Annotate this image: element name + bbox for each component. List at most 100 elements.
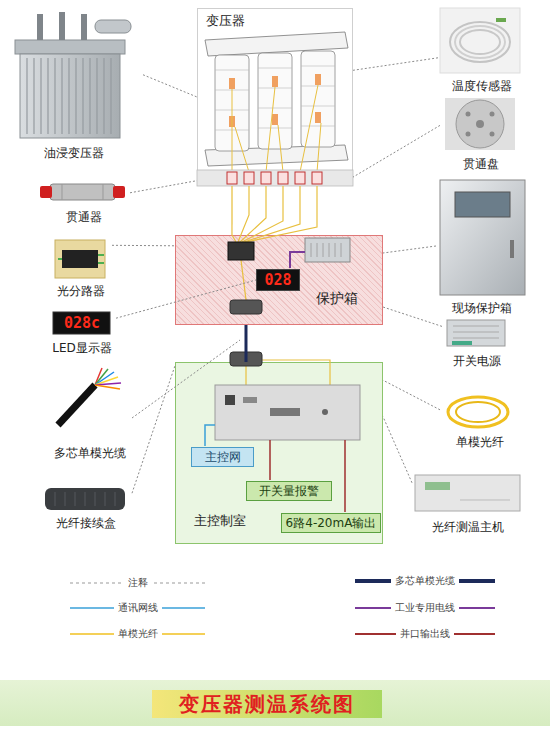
legend-label: 注释 — [124, 576, 152, 590]
feedthrough-plate-photo — [466, 132, 471, 137]
host-photo — [460, 500, 510, 501]
node-label: 油浸变压器 — [5, 146, 143, 160]
oil-transformer-photo — [37, 14, 43, 40]
cable-connector — [244, 325, 247, 362]
fiber-cable-photo — [95, 385, 120, 389]
node-label: 保护箱 — [316, 290, 358, 307]
node-label: 开关量报警 — [259, 484, 319, 498]
single-mode-fiber — [246, 186, 317, 242]
led-display-photo — [53, 312, 110, 334]
feedthrough-plate-photo — [456, 100, 504, 148]
node-label: 贯通盘 — [440, 157, 522, 171]
legend-label: 多芯单模光缆 — [391, 574, 459, 588]
node-label: LED显示器 — [48, 341, 116, 355]
splice-box-photo — [55, 492, 115, 506]
oil-transformer-photo — [15, 40, 125, 54]
output-box: 6路4-20mA输出 — [281, 513, 381, 533]
leader-line — [143, 75, 197, 97]
oil-transformer-photo — [27, 58, 111, 134]
splice-box-photo — [45, 488, 125, 510]
oil-transformer-photo — [59, 12, 65, 40]
leader-line — [112, 245, 175, 247]
node-label: 贯通器 — [38, 210, 130, 224]
leader-line — [383, 417, 412, 483]
host-photo — [415, 475, 520, 511]
photo-callout: 光纤接续盒 — [40, 484, 132, 530]
oil-transformer-photo — [15, 12, 131, 138]
diagram-title: 变压器测温系统图 — [179, 691, 355, 718]
host-photo — [425, 482, 450, 490]
host-photo — [415, 475, 520, 511]
single-mode-fiber — [238, 186, 249, 242]
photo-callout: 油浸变压器 — [5, 5, 143, 160]
feedthrough-plate-photo — [466, 112, 471, 117]
led-display: 028 — [256, 269, 300, 291]
output-box: 主控网 — [191, 447, 254, 467]
power-supply-photo — [447, 320, 505, 346]
leader-line — [383, 246, 436, 253]
single-mode-fiber — [242, 186, 283, 242]
power-supply-photo — [453, 326, 499, 338]
feedthrough-plate-photo — [490, 112, 495, 117]
leader-line — [383, 380, 440, 410]
node-label: 主控网 — [205, 450, 241, 464]
node-label: 多芯单模光缆 — [45, 446, 135, 460]
node-label: 028 — [264, 271, 291, 289]
legend-label: 并口输出线 — [396, 627, 454, 641]
fiber-coil-photo — [448, 397, 508, 427]
node-label: 光纤测温主机 — [412, 520, 524, 534]
feedthrough-photo — [62, 184, 103, 200]
output-box: 开关量报警 — [246, 481, 332, 501]
leader-line — [132, 366, 175, 494]
splitter-photo — [62, 250, 98, 268]
photo-callout: 光纤测温主机 — [412, 470, 524, 534]
photo-callout: 贯通盘 — [440, 95, 522, 171]
power-supply-photo — [447, 320, 505, 346]
fiber-cable-photo — [95, 377, 118, 385]
power-supply-photo — [452, 341, 472, 345]
temperature-sensor-photo — [496, 18, 506, 22]
protection-box: 保护箱 028 — [175, 235, 383, 325]
feedthrough-photo — [50, 184, 115, 200]
feedthrough-plate-photo — [445, 98, 515, 150]
photo-callout: 单模光纤 — [440, 393, 520, 449]
fiber-cable-photo — [95, 368, 102, 385]
single-mode-fiber — [244, 186, 300, 242]
node-label: 光分路器 — [50, 284, 112, 298]
temperature-sensor-photo — [450, 22, 510, 62]
fiber-coil-photo — [448, 397, 508, 427]
control-room: 主控制室 主控网开关量报警 6路4-20mA输出 — [175, 362, 383, 544]
node-label: 主控制室 — [194, 513, 246, 529]
node-label: 温度传感器 — [438, 79, 526, 93]
fiber-coil-photo — [456, 402, 500, 422]
splitter-photo — [55, 240, 105, 278]
node-label: 变压器 — [206, 13, 245, 29]
photo-callout: 温度传感器 — [438, 5, 526, 93]
transformer-box: 变压器 — [197, 8, 353, 186]
title-band: 变压器测温系统图 — [0, 680, 550, 726]
temperature-sensor-photo — [455, 26, 505, 58]
cabinet-photo — [510, 240, 514, 258]
cabinet-photo — [440, 180, 525, 295]
node-label: 单模光纤 — [440, 435, 520, 449]
feedthrough-plate-photo — [476, 120, 484, 128]
node-label: 6路4-20mA输出 — [286, 516, 377, 530]
oil-transformer-photo — [20, 54, 120, 138]
feedthrough-plate-photo — [445, 98, 515, 150]
temperature-sensor-photo — [440, 8, 520, 73]
single-mode-fiber — [240, 186, 266, 242]
display-reading: 028c — [56, 314, 108, 332]
photo-callout: 贯通器 — [38, 176, 130, 224]
feedthrough-photo — [40, 184, 125, 200]
node-label: 光纤接续盒 — [40, 516, 132, 530]
legend-label: 工业专用电线 — [391, 601, 459, 615]
photo-callout: 开关电源 — [442, 316, 512, 368]
splitter-photo — [58, 255, 104, 263]
photo-callout: 光分路器 — [50, 236, 112, 298]
photo-callout: 多芯单模光缆 — [45, 365, 135, 460]
cabinet-photo — [455, 192, 510, 217]
cabinet-photo — [440, 180, 525, 295]
legend-label: 通讯网线 — [114, 601, 162, 615]
photo-callout: 现场保护箱 — [436, 177, 528, 315]
